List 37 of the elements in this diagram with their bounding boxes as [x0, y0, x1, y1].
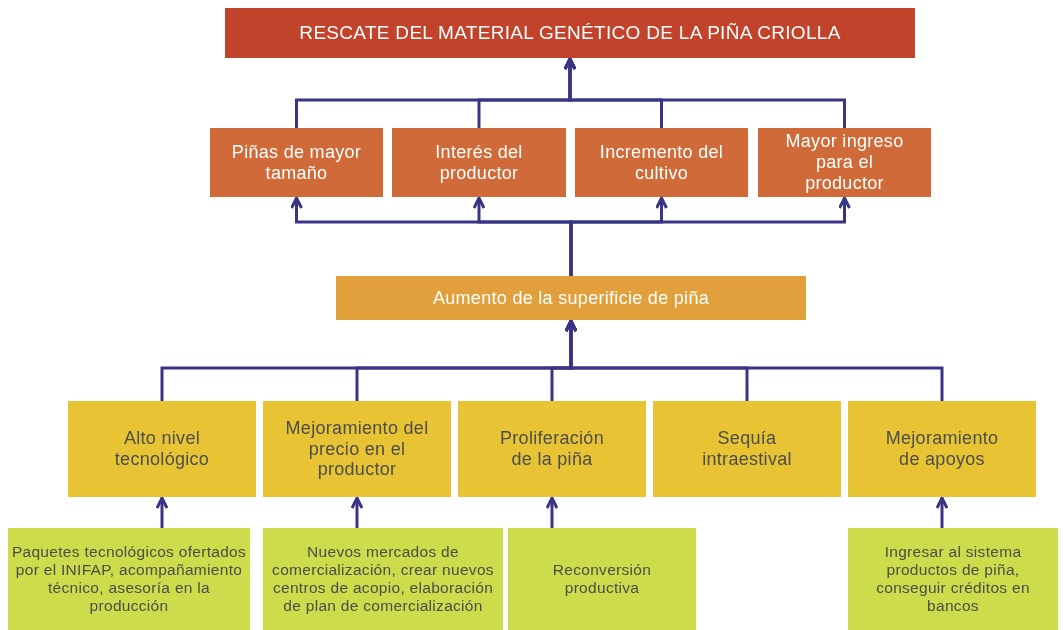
effect-box: [392, 128, 566, 197]
cause-box: [458, 401, 646, 497]
action-box: [8, 528, 250, 630]
box-label: Ingresar al sistema productos de piña, conseguir créditos en bancos: [875, 543, 1031, 615]
box-label: Piñas de mayor tamaño: [230, 141, 363, 184]
box-label: Nuevos mercados de comercialización, crear nuevos centros de acopio, elaboración de plan de comercialización: [271, 543, 495, 615]
arrow: [155, 496, 169, 528]
box-label: Aumento de la superificie de piña: [432, 287, 710, 309]
arrow: [569, 196, 851, 276]
cause-box: [68, 401, 256, 497]
cause-box: [263, 401, 451, 497]
arrow: [935, 496, 949, 528]
box-label: Mejoramiento del precio en el productor: [284, 417, 430, 481]
arrow: [545, 496, 559, 528]
cause-box: [653, 401, 841, 497]
action-box: [263, 528, 503, 630]
box-label: Alto nivel tecnológico: [113, 428, 211, 470]
effect-box: [210, 128, 383, 197]
box-label: RESCATE DEL MATERIAL GENÉTICO DE LA PIÑA CRIOLLA: [299, 22, 841, 44]
box-label: Mayor ingreso para el productor: [784, 131, 905, 194]
box-label: Interés del productor: [434, 141, 524, 184]
arrow: [563, 57, 846, 128]
effect-box: [575, 128, 748, 197]
arrow: [564, 319, 944, 401]
problem-box: [336, 276, 806, 320]
box-label: Sequía intraestival: [701, 428, 793, 470]
box-label: Incremento del cultivo: [598, 141, 725, 184]
box-label: Reconversión productiva: [551, 561, 653, 597]
arrow: [350, 496, 364, 528]
effect-box: [758, 128, 931, 197]
box-label: Proliferación de la piña: [499, 428, 605, 470]
goal-box: [225, 8, 915, 58]
box-label: Paquetes tecnológicos ofertados por el INIFAP, acompañamiento técnico, asesoría en la producción: [10, 543, 248, 615]
action-box: [848, 528, 1058, 630]
box-label: Mejoramiento de apoyos: [884, 428, 1000, 470]
cause-box: [848, 401, 1036, 497]
action-box: [508, 528, 696, 630]
